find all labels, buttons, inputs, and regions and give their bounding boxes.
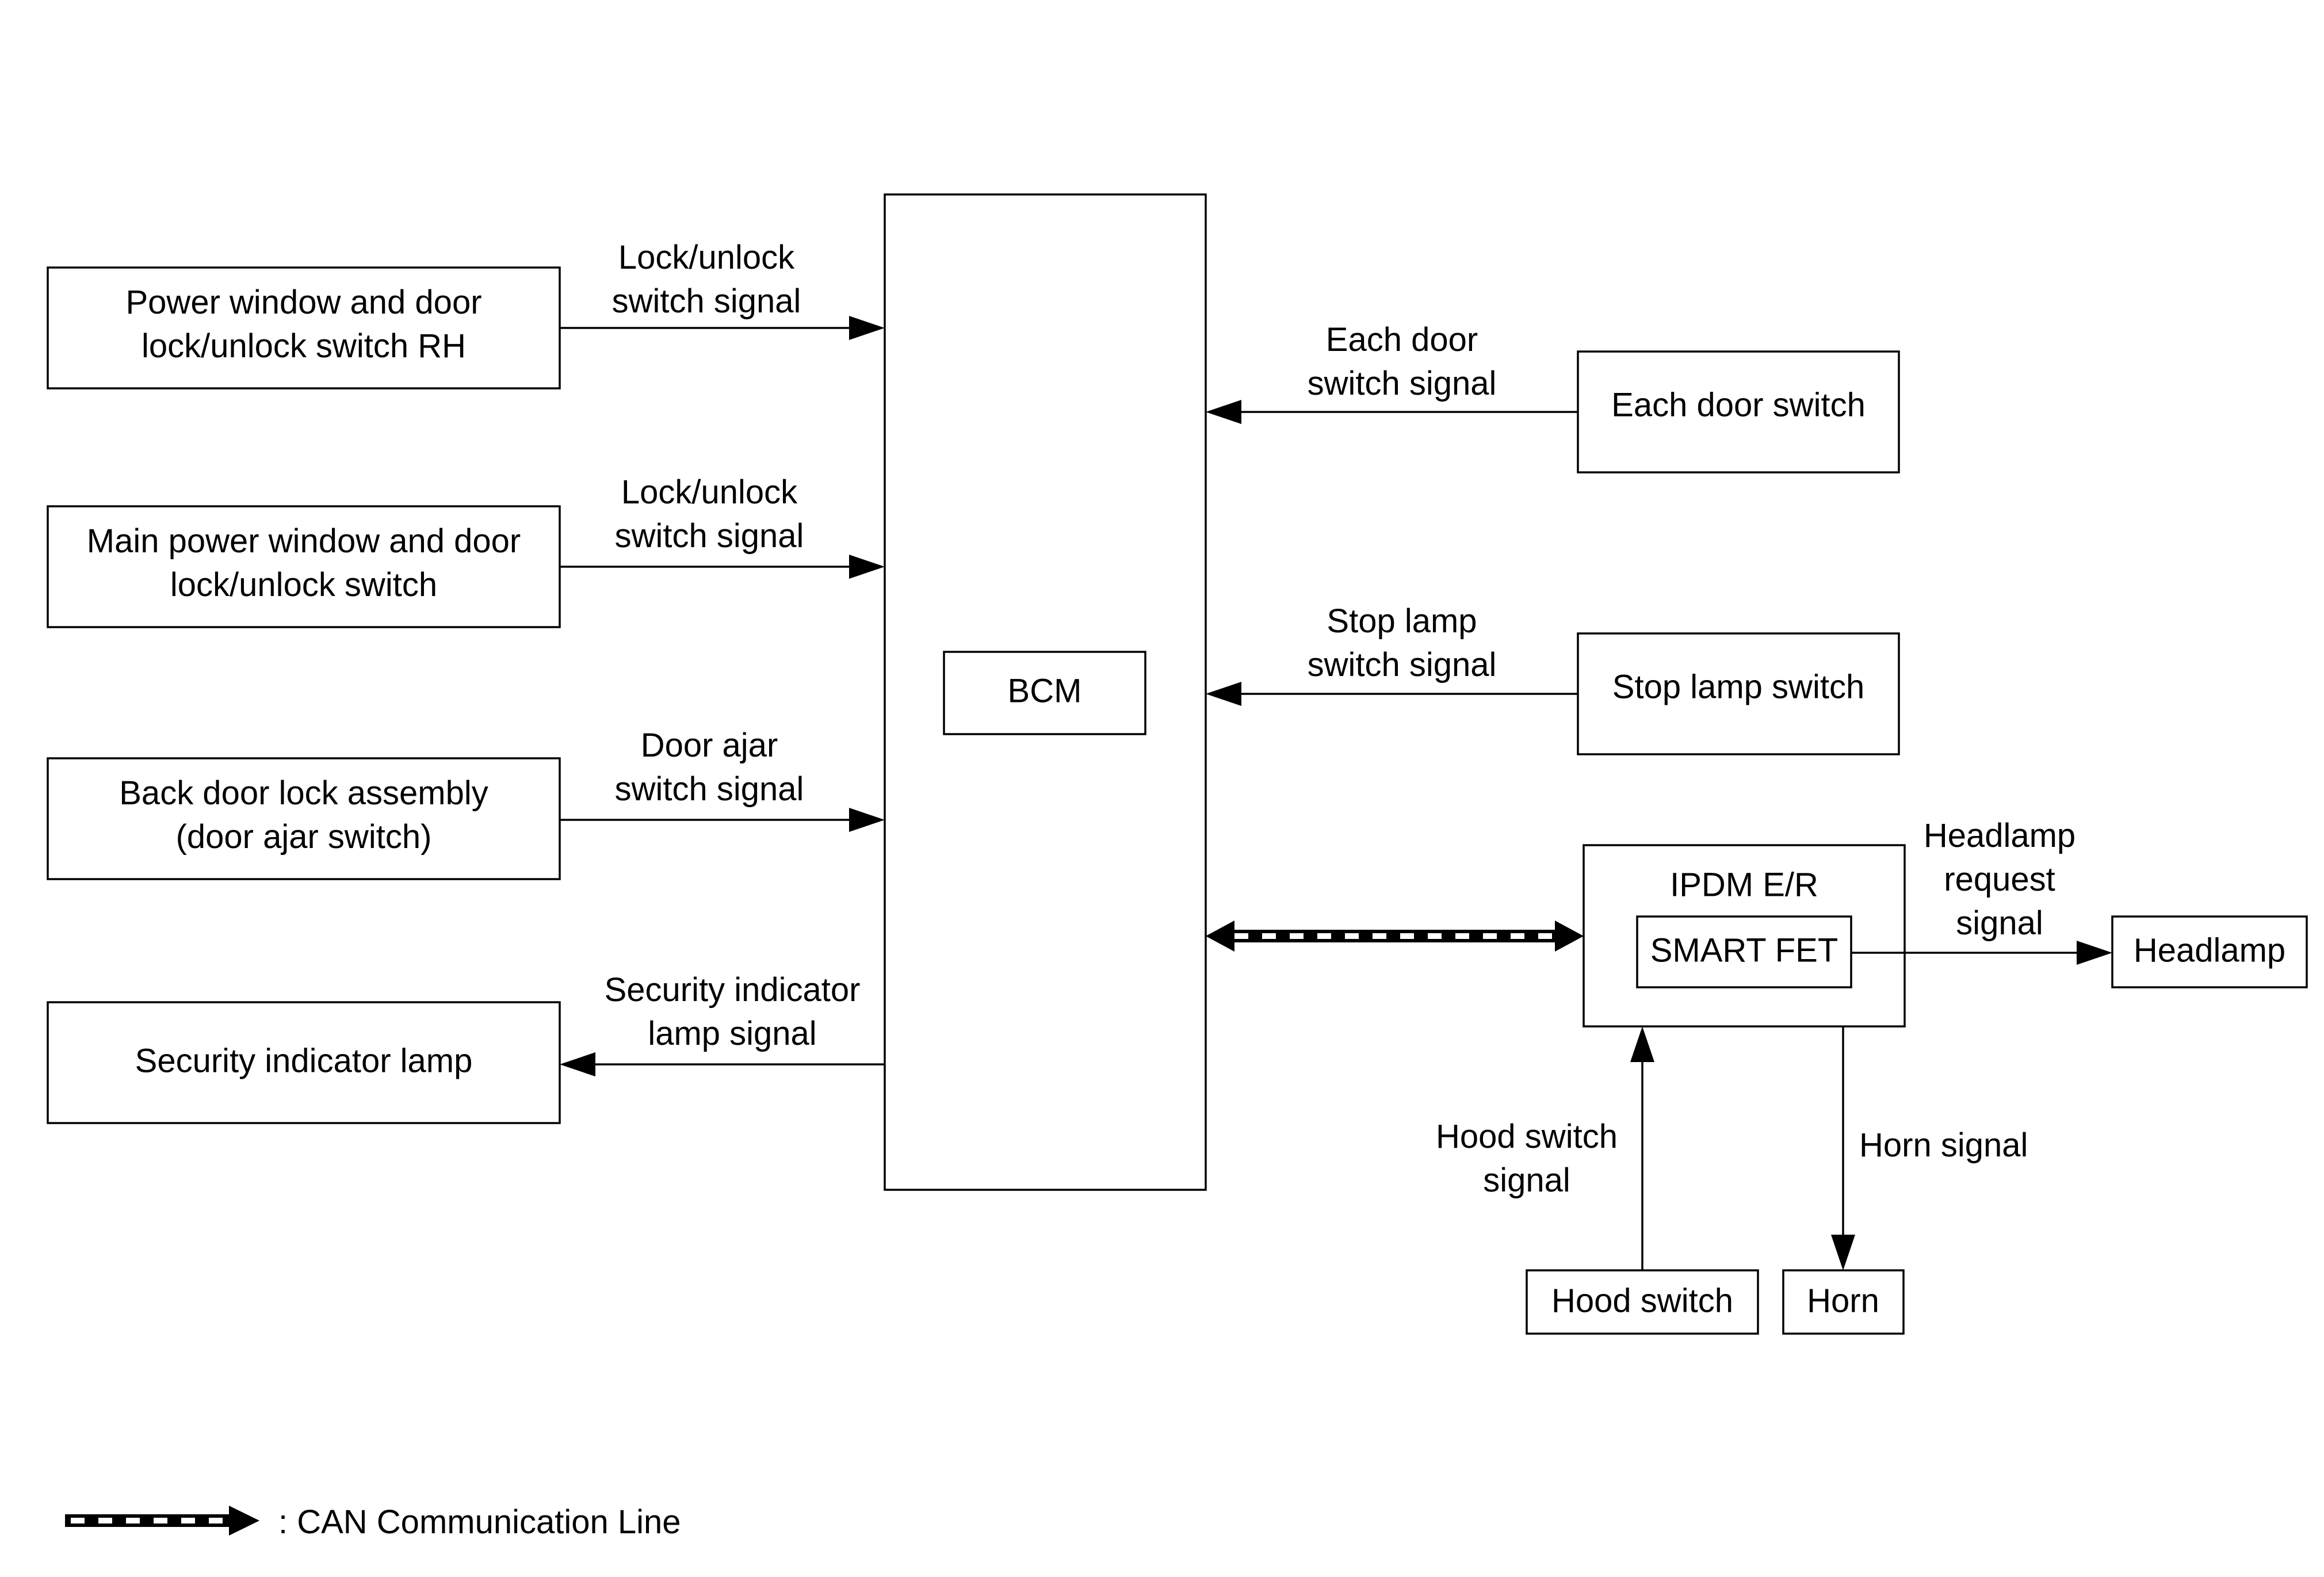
lock-unlock-signal-rh-arrow: Lock/unlock switch signal bbox=[560, 239, 885, 340]
each-door-switch-block: Each door switch bbox=[1577, 350, 1900, 474]
headlamp-request-signal-label-line3: signal bbox=[1956, 904, 2043, 942]
door-ajar-signal-label-line2: switch signal bbox=[615, 770, 804, 808]
security-indicator-lamp-block: Security indicator lamp bbox=[47, 1001, 561, 1124]
back-door-lock-assembly-label-line1: Back door lock assembly bbox=[119, 774, 488, 812]
headlamp-request-signal-arrow: Headlamp request signal bbox=[1851, 817, 2112, 965]
legend-can-line-label: : CAN Communication Line bbox=[278, 1503, 681, 1541]
main-power-window-switch-label-line1: Main power window and door bbox=[87, 522, 521, 560]
hood-switch-signal-label-line1: Hood switch bbox=[1436, 1118, 1618, 1155]
back-door-lock-assembly-label-line2: (door ajar switch) bbox=[176, 818, 432, 856]
hood-switch-label: Hood switch bbox=[1551, 1282, 1733, 1319]
stop-lamp-signal-label-line2: switch signal bbox=[1308, 646, 1497, 684]
each-door-switch-label: Each door switch bbox=[1611, 386, 1866, 423]
horn-signal-arrow: Horn signal bbox=[1831, 1026, 2028, 1270]
horn-label: Horn bbox=[1807, 1282, 1879, 1319]
security-indicator-signal-label-line2: lamp signal bbox=[648, 1015, 816, 1052]
lock-unlock-signal-main-arrow: Lock/unlock switch signal bbox=[560, 474, 885, 579]
security-indicator-lamp-label: Security indicator lamp bbox=[135, 1042, 473, 1079]
ipdm-er-block: IPDM E/R SMART FET bbox=[1583, 844, 1906, 1028]
lock-unlock-signal-rh-label-line1: Lock/unlock bbox=[618, 239, 795, 276]
door-ajar-signal-arrow: Door ajar switch signal bbox=[560, 727, 885, 832]
horn-block: Horn bbox=[1782, 1269, 1905, 1335]
main-power-window-switch-label-line2: lock/unlock switch bbox=[170, 566, 437, 604]
headlamp-request-signal-label-line1: Headlamp bbox=[1924, 817, 2075, 854]
each-door-signal-label-line1: Each door bbox=[1326, 321, 1478, 358]
can-communication-line bbox=[1206, 921, 1584, 952]
power-window-switch-rh-block: Power window and door lock/unlock switch… bbox=[47, 266, 561, 390]
smart-fet-label: SMART FET bbox=[1650, 931, 1838, 969]
power-window-switch-rh-label-line1: Power window and door bbox=[125, 284, 481, 321]
headlamp-request-signal-label-line2: request bbox=[1944, 861, 2055, 898]
stop-lamp-switch-block: Stop lamp switch bbox=[1577, 632, 1900, 755]
each-door-signal-arrow: Each door switch signal bbox=[1206, 321, 1578, 424]
bcm-label: BCM bbox=[1008, 672, 1082, 709]
horn-signal-label: Horn signal bbox=[1859, 1127, 2028, 1164]
security-indicator-signal-label-line1: Security indicator bbox=[605, 971, 861, 1009]
back-door-lock-assembly-block: Back door lock assembly (door ajar switc… bbox=[47, 757, 561, 880]
main-power-window-switch-block: Main power window and door lock/unlock s… bbox=[47, 505, 561, 628]
stop-lamp-signal-arrow: Stop lamp switch signal bbox=[1206, 602, 1578, 706]
door-ajar-signal-label-line1: Door ajar bbox=[641, 727, 778, 764]
lock-unlock-signal-rh-label-line2: switch signal bbox=[612, 282, 801, 320]
stop-lamp-switch-label: Stop lamp switch bbox=[1612, 668, 1864, 705]
legend: : CAN Communication Line bbox=[65, 1503, 681, 1541]
lock-unlock-signal-main-label-line1: Lock/unlock bbox=[621, 474, 798, 511]
lock-unlock-signal-main-label-line2: switch signal bbox=[615, 517, 804, 555]
headlamp-label: Headlamp bbox=[2134, 931, 2285, 969]
ipdm-er-label: IPDM E/R bbox=[1670, 866, 1818, 903]
headlamp-block: Headlamp bbox=[2111, 915, 2308, 988]
security-indicator-signal-arrow: Security indicator lamp signal bbox=[560, 971, 885, 1076]
each-door-signal-label-line2: switch signal bbox=[1308, 365, 1497, 402]
legend-can-line-symbol bbox=[65, 1506, 259, 1536]
hood-switch-signal-arrow: Hood switch signal bbox=[1436, 1026, 1654, 1270]
stop-lamp-signal-label-line1: Stop lamp bbox=[1327, 602, 1477, 640]
hood-switch-signal-label-line2: signal bbox=[1483, 1162, 1570, 1199]
power-window-switch-rh-label-line2: lock/unlock switch RH bbox=[142, 327, 466, 365]
bcm-block: BCM bbox=[884, 193, 1207, 1191]
hood-switch-block: Hood switch bbox=[1526, 1269, 1759, 1335]
